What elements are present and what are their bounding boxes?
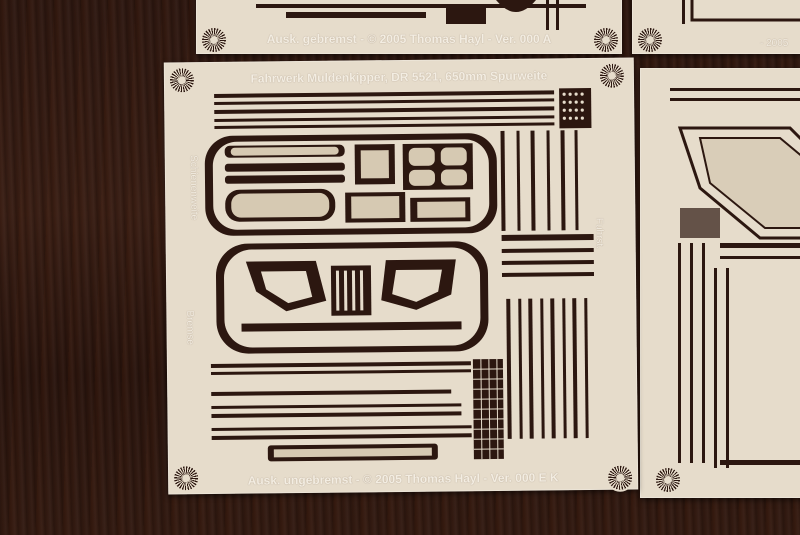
sheet-caption: - 2005 — [760, 38, 789, 49]
rosette-mark — [656, 468, 680, 492]
etched-parts-top-right — [682, 0, 800, 24]
rosette-mark — [202, 28, 226, 52]
rosette-mark — [594, 28, 618, 52]
sheet-caption: Ausk. gebremst - © 2005 Thomas Hayl - Ve… — [266, 32, 552, 46]
etch-sheet-top-left: Ausk. gebremst - © 2005 Thomas Hayl - Ve… — [196, 0, 622, 54]
etched-parts-main — [204, 87, 595, 462]
etched-parts-right — [670, 88, 800, 468]
etch-sheet-main: Fahrwerk Muldenkipper, DR 5521, 650mm Sp… — [163, 57, 639, 495]
etch-sheet-top-right: - 2005 — [632, 0, 800, 54]
rosette-mark — [638, 28, 662, 52]
etched-parts-top-left — [256, 0, 586, 30]
etch-sheet-right — [640, 68, 800, 498]
